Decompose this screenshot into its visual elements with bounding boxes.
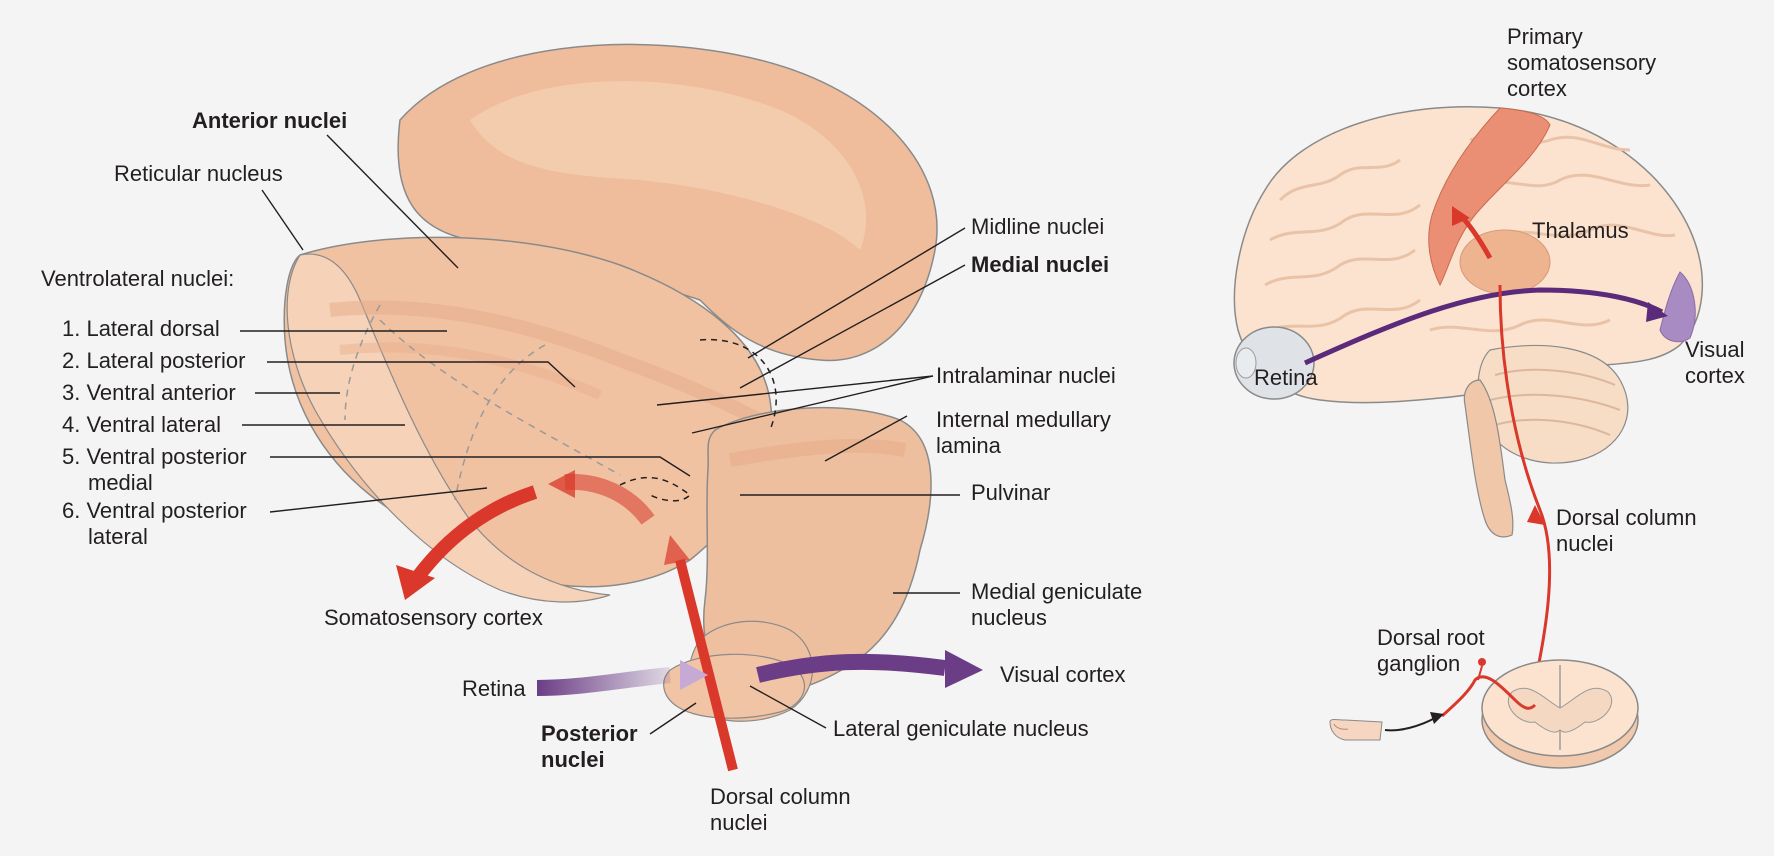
label-ventral-posterior-medial: 5. Ventral posterior [62, 444, 247, 469]
brain-somatosensory-arrowhead [1452, 206, 1470, 226]
cerebellum-folia [1489, 368, 1621, 436]
label-lateral-dorsal: 1. Lateral dorsal [62, 316, 220, 341]
label-dorsal-column-1: Dorsal column [710, 784, 851, 809]
ventral-posterior-inflow-head [548, 470, 575, 498]
leader-internal-medullary [824, 415, 908, 462]
label-brain-dorsal-column-1: Dorsal column [1556, 505, 1697, 530]
leader-posterior [649, 702, 697, 735]
eyeball [1233, 326, 1315, 400]
label-dorsal-column-2: nuclei [710, 810, 768, 835]
label-ventral-posterior-lateral: 6. Ventral posterior [62, 498, 247, 523]
leader-lateral-geniculate [749, 685, 827, 729]
label-visual-cortex: Visual cortex [1000, 662, 1126, 687]
label-ventral-anterior: 3. Ventral anterior [62, 380, 236, 405]
label-medial-geniculate-2: nucleus [971, 605, 1047, 630]
label-primary-somatosensory-3: cortex [1507, 76, 1567, 101]
ascending-dorsal-column-path [1498, 284, 1552, 706]
ventral-posterior-inflow [564, 473, 655, 525]
leader-ventral-posterior-medial [270, 456, 691, 477]
label-lateral-posterior: 2. Lateral posterior [62, 348, 246, 373]
leader-ventral-posterior-lateral [269, 487, 488, 513]
ventrolateral-division-2 [454, 344, 546, 501]
dorsal-column-input-line [675, 558, 738, 772]
leader-intralaminar-2 [691, 375, 934, 434]
label-brain-retina: Retina [1254, 365, 1318, 390]
visual-cortex-output-head [945, 650, 983, 688]
leader-intralaminar-1 [656, 375, 934, 406]
medial-nuclei-highlight [470, 81, 867, 250]
label-primary-somatosensory-2: somatosensory [1507, 50, 1657, 75]
leader-lines [240, 134, 966, 735]
label-posterior-nuclei-1: Posterior [541, 721, 638, 746]
label-somatosensory-cortex: Somatosensory cortex [324, 605, 543, 630]
lamina-band-2 [339, 342, 603, 400]
eye-lens [1235, 347, 1257, 379]
label-ventral-posterior-lateral-2: lateral [88, 524, 148, 549]
dorsal-column-arrowhead [1527, 505, 1545, 525]
label-intralaminar-nuclei: Intralaminar nuclei [936, 363, 1116, 388]
label-ventrolateral-heading: Ventrolateral nuclei: [41, 266, 235, 291]
reticular-nucleus-shell [286, 253, 611, 603]
label-ventral-posterior-medial-2: medial [88, 470, 153, 495]
brainstem [1463, 379, 1514, 538]
label-retina: Retina [462, 676, 526, 701]
label-primary-somatosensory-1: Primary [1507, 24, 1583, 49]
leader-medial [739, 264, 966, 389]
retina-input-arrow [536, 667, 671, 696]
dorsal-column-input-head [664, 535, 690, 565]
finger-icon [1329, 719, 1383, 741]
brain-visual-arrowhead [1646, 302, 1668, 322]
spinal-cord-section [1481, 659, 1639, 769]
label-thalamus: Thalamus [1532, 218, 1629, 243]
visual-cortex-region [1659, 271, 1696, 343]
label-posterior-nuclei-2: nuclei [541, 747, 605, 772]
retina-to-visual-cortex-path [1303, 287, 1664, 366]
label-reticular-nucleus: Reticular nucleus [114, 161, 283, 186]
ventrolateral-division-1 [344, 304, 381, 421]
label-ventral-lateral: 4. Ventral lateral [62, 412, 221, 437]
label-pulvinar: Pulvinar [971, 480, 1051, 505]
leader-anterior [326, 134, 459, 269]
stimulus-arrow [1384, 717, 1436, 732]
ganglion-stalk [1477, 665, 1483, 681]
retina-input-head [680, 660, 708, 690]
label-brain-visual-cortex-2: cortex [1685, 363, 1745, 388]
label-internal-medullary-1: Internal medullary [936, 407, 1111, 432]
somatosensory-output-arrow [406, 485, 538, 590]
thalamus-illustration [240, 43, 983, 772]
label-brain-dorsal-column-2: nuclei [1556, 531, 1614, 556]
label-midline-nuclei: Midline nuclei [971, 214, 1105, 239]
primary-somatosensory-cortex-region [1428, 107, 1551, 287]
label-brain-visual-cortex-1: Visual [1685, 337, 1745, 362]
ventral-posterior-dashed [619, 476, 692, 502]
label-medial-geniculate-1: Medial geniculate [971, 579, 1143, 604]
dorsal-root-path [1441, 675, 1537, 718]
gyri-texture [1264, 135, 1676, 333]
dorsal-root-ganglion-cell [1478, 658, 1486, 666]
label-internal-medullary-2: lamina [936, 433, 1001, 458]
label-dorsal-root-ganglion-2: ganglion [1377, 651, 1461, 676]
fingernail [1333, 723, 1349, 730]
leader-midline [747, 227, 966, 359]
lamina-band [329, 300, 784, 437]
label-lateral-geniculate: Lateral geniculate nucleus [833, 716, 1089, 741]
label-medial-nuclei: Medial nuclei [971, 252, 1110, 277]
leader-lateral-posterior [267, 361, 576, 388]
somatosensory-arrowhead [396, 565, 435, 600]
label-dorsal-root-ganglion-1: Dorsal root [1377, 625, 1485, 650]
leader-reticular [261, 189, 304, 251]
stimulus-arrowhead [1430, 712, 1444, 724]
brain-illustration [1233, 105, 1704, 769]
visual-cortex-output-arrow [756, 653, 947, 683]
label-anterior-nuclei: Anterior nuclei [192, 108, 348, 133]
pulvinar-band [728, 438, 907, 467]
